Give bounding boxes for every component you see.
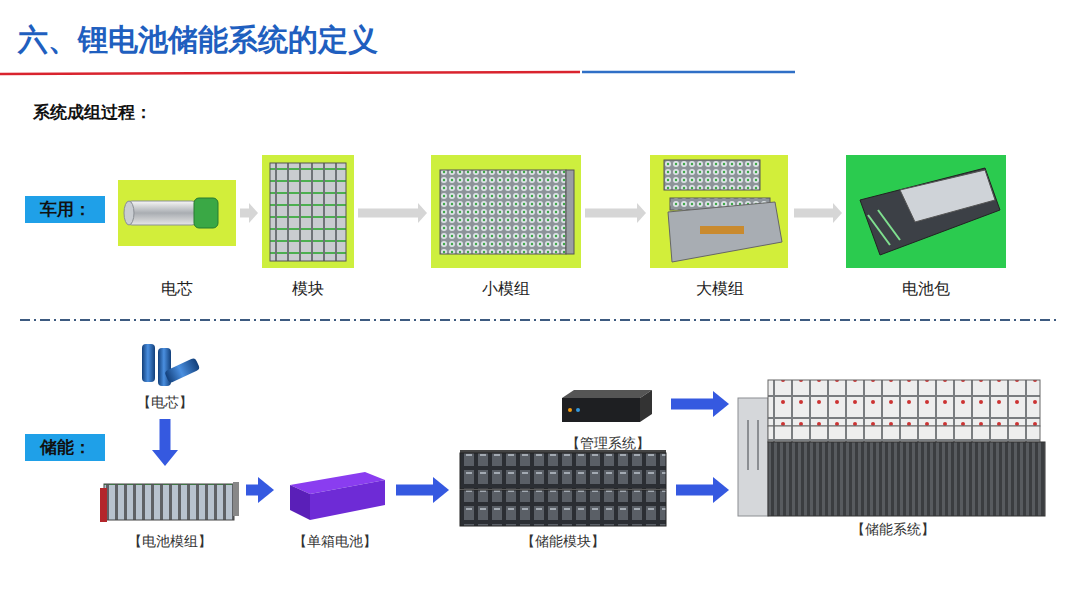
pack-illustration [846,155,1006,268]
pack-illustration-part [860,168,1000,255]
small-group-illustration-part [440,170,566,254]
stage-caption: 小模组 [482,278,530,300]
large-group-illustration-part [650,155,788,268]
large-group-illustration-part [668,202,782,262]
illustrated-stage-node: 【储能系统】 [735,372,1050,540]
stage-caption: 【管理系统】 [566,432,650,454]
cell-illustration-part [118,180,236,246]
bms-illustration-part [640,390,652,422]
flow-arrow [671,399,713,410]
cell-illustration-part [194,198,218,228]
stage-caption: 【储能模块】 [521,530,605,552]
large-group-illustration-part [664,160,760,190]
container-illustration-part [768,380,1040,426]
small-group-illustration-part [566,170,574,254]
container-illustration-part [768,426,1040,442]
small-group-illustration-part [431,155,581,268]
stage-caption: 【储能系统】 [851,518,935,540]
battery-module-illustration [100,482,239,522]
stage-caption: 电池包 [902,278,950,300]
title-rule-part [582,71,795,74]
cells-illustration-part [142,344,155,382]
illustrated-stage-node: 大模组 [650,155,790,300]
flow-arrow [794,209,833,218]
pack-illustration-part [878,210,900,240]
illustrated-stage-node: 【单箱电池】 [280,466,390,552]
battery-module-illustration-part [104,484,234,520]
stage-caption: 【电池模组】 [128,530,212,552]
flow-arrow [358,209,418,218]
flow-arrow [676,485,713,496]
stage-caption: 电芯 [161,278,193,300]
rack-illustration-part [460,453,666,489]
cells-illustration-part [164,357,200,383]
stage-caption: 【电芯】 [137,391,193,413]
cells-illustration [142,344,200,386]
module-illustration-part [262,155,354,268]
illustrated-stage-node: 【储能模块】 [455,448,670,552]
flow-arrow [160,419,171,450]
box-battery-illustration-part [310,480,385,520]
stage-caption: 【单箱电池】 [293,530,377,552]
pack-illustration-part [846,155,1006,268]
bms-illustration-part [562,390,652,398]
cell-illustration-part [126,201,198,225]
rack-illustration [460,450,666,526]
box-battery-illustration-part [290,485,310,520]
illustrated-stage-node: 【电池模组】 [100,472,240,552]
container-illustration [738,380,1045,516]
section-label: 系统成组过程： [33,101,152,124]
box-battery-illustration [290,472,385,520]
section-divider [20,320,1060,321]
illustrated-stage-node: 【电芯】 [125,338,205,413]
battery-module-illustration-part [233,482,239,516]
flow-arrow [396,485,433,496]
pack-illustration-part [900,170,995,222]
bms-illustration-part [568,408,572,412]
bms-illustration [562,390,652,422]
bms-illustration-part [576,408,580,412]
title-rule [0,72,795,74]
row-tag-box: 储能： [25,434,105,461]
flow-arrow [585,209,637,218]
section-divider-part [20,319,1060,321]
row-tag-text: 车用： [40,199,91,221]
slide-title: 六、锂电池储能系统的定义 [18,20,378,61]
large-group-illustration [650,155,788,268]
container-illustration-part [757,420,759,470]
battery-module-illustration-part [100,488,107,522]
container-illustration-part [738,398,768,516]
title-rule-part [0,72,580,74]
container-illustration-part [747,420,749,470]
row-tag-box: 车用： [25,196,105,223]
module-illustration-part [270,163,346,261]
flow-arrow [240,209,249,218]
illustrated-stage-node: 【管理系统】 [550,386,665,454]
illustrated-stage-node: 小模组 [431,155,581,300]
small-group-illustration [431,155,581,268]
container-illustration-part [768,442,1045,516]
illustrated-stage-node: 电池包 [846,155,1006,300]
module-illustration [262,155,354,268]
cell-illustration [118,180,236,246]
row-tag-text: 储能： [40,437,91,459]
stage-caption: 模块 [292,278,324,300]
large-group-illustration-part [700,226,744,234]
illustrated-stage-node: 模块 [262,155,354,300]
pack-illustration-part [868,215,890,245]
stage-caption: 大模组 [696,278,744,300]
bms-illustration-part [562,398,640,422]
cell-illustration-part [124,201,134,225]
illustrated-stage-node: 电芯 [118,178,236,300]
rack-illustration-part [460,490,666,526]
flow-arrow [246,485,258,496]
